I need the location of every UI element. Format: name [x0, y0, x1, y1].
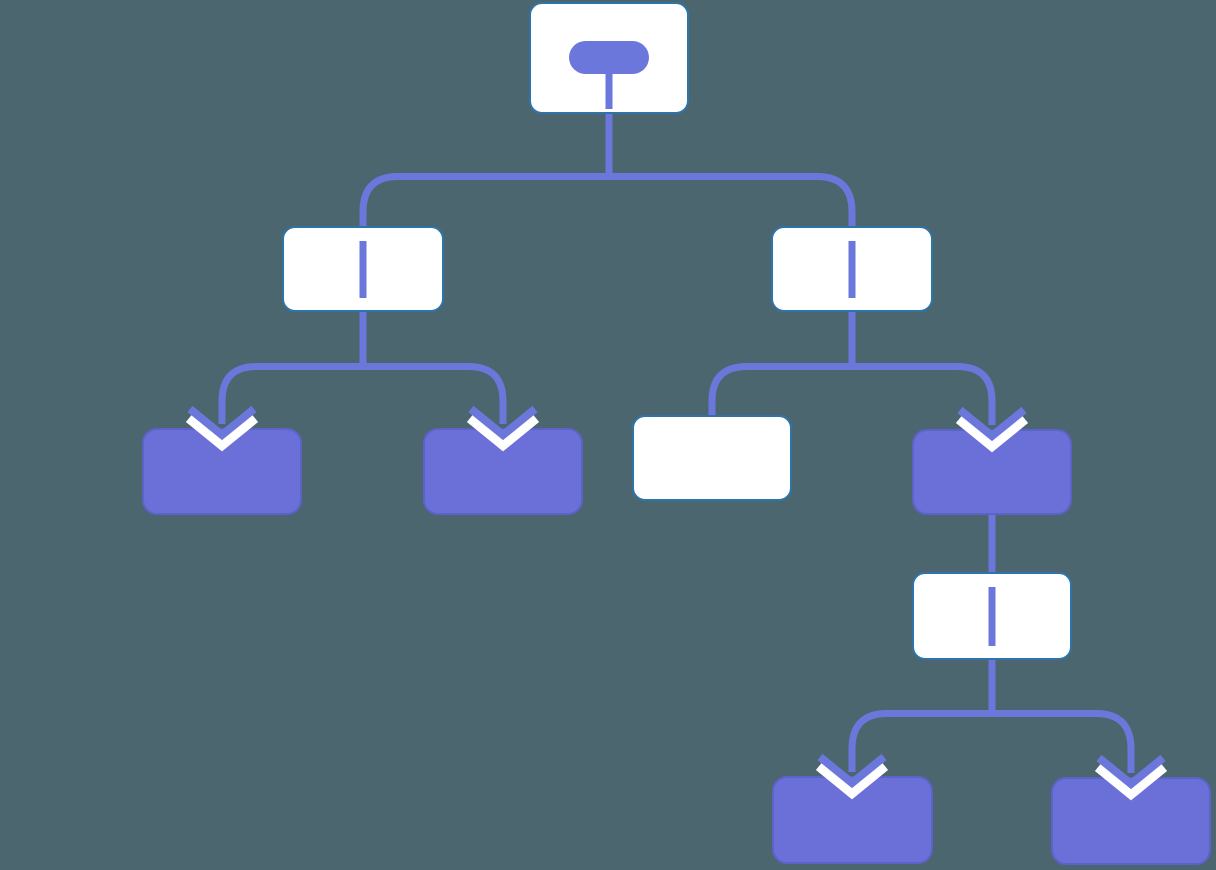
edge-lower-branch-to-leaves [848, 658, 1135, 773]
arrow-into-leaf-d-outline [1094, 760, 1168, 801]
arrow-into-leaf-a-icon [187, 405, 257, 441]
edge-left-branch-to-leaves [218, 311, 507, 424]
arrow-into-leaf-c-outline [815, 759, 889, 800]
arrow-into-leaf-a-outline [185, 411, 259, 452]
pass-through-bar [359, 241, 367, 298]
pass-through-bar [848, 241, 856, 298]
edge-right-branch-to-children [708, 311, 996, 425]
edge-root-to-branches [359, 112, 856, 227]
root-pill-icon [569, 41, 649, 74]
node-leaf-b[interactable] [423, 428, 583, 515]
arrow-into-child-purple-outline [955, 412, 1029, 453]
arrow-into-leaf-d-icon [1096, 754, 1166, 790]
arrow-into-leaf-c-icon [817, 753, 887, 789]
node-child-plain[interactable] [632, 415, 792, 501]
node-child-purple[interactable] [912, 429, 1072, 515]
node-leaf-d[interactable] [1051, 777, 1211, 865]
pass-through-bar [988, 587, 996, 646]
node-leaf-a[interactable] [142, 428, 302, 515]
node-leaf-c[interactable] [772, 776, 933, 864]
root-pill-stem [605, 71, 613, 109]
arrow-into-leaf-b-outline [466, 411, 540, 452]
arrow-into-leaf-b-icon [468, 405, 538, 441]
arrow-into-child-purple-icon [957, 406, 1027, 442]
